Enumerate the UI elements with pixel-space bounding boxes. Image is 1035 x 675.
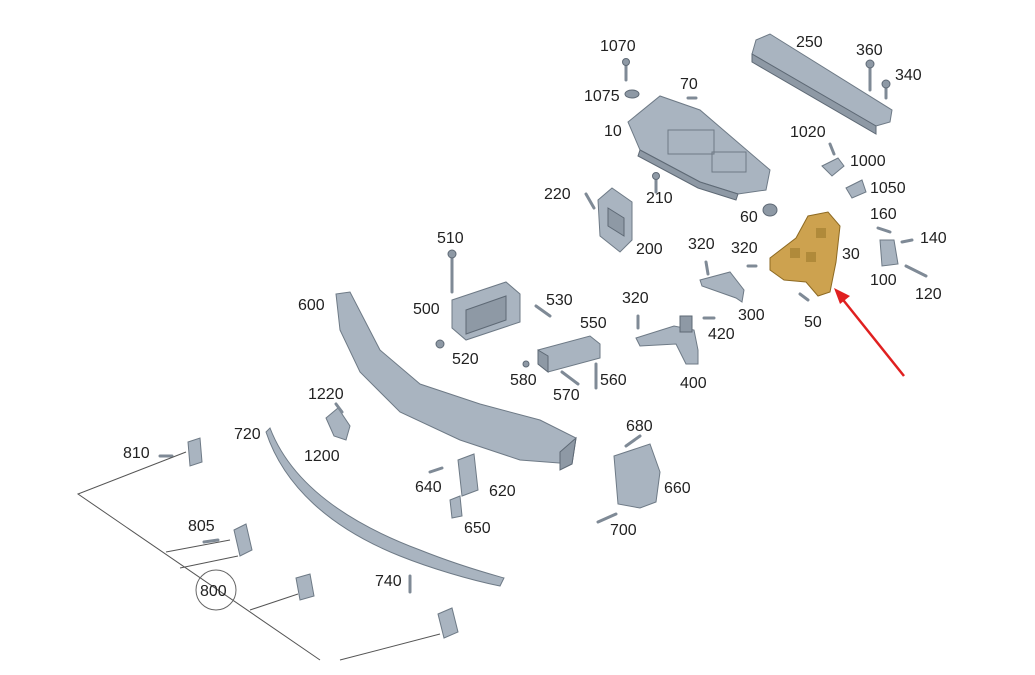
part-600-crossmember[interactable] <box>335 291 577 471</box>
label-70: 70 <box>680 76 698 93</box>
label-1070: 1070 <box>600 38 636 55</box>
label-320c: 320 <box>622 290 649 307</box>
label-1050: 1050 <box>870 180 906 197</box>
label-30: 30 <box>842 246 860 263</box>
label-570: 570 <box>553 387 580 404</box>
part-810[interactable] <box>187 437 203 467</box>
nut-520 <box>435 339 445 349</box>
nut-60 <box>762 203 778 217</box>
label-1200: 1200 <box>304 448 340 465</box>
label-420: 420 <box>708 326 735 343</box>
label-720: 720 <box>234 426 261 443</box>
screw-680 <box>624 434 642 448</box>
screw-140 <box>900 238 914 244</box>
part-800-bracket-b[interactable] <box>437 607 459 639</box>
label-600: 600 <box>298 297 325 314</box>
part-1050[interactable] <box>845 179 867 199</box>
screw-160 <box>876 226 892 234</box>
label-210: 210 <box>646 190 673 207</box>
part-250-rail[interactable] <box>751 33 893 135</box>
part-720-strip[interactable] <box>265 427 505 587</box>
label-160: 160 <box>870 206 897 223</box>
highlight-arrow <box>834 288 905 377</box>
label-510: 510 <box>437 230 464 247</box>
screw-1020 <box>828 142 836 156</box>
label-320b: 320 <box>731 240 758 257</box>
label-620: 620 <box>489 483 516 500</box>
part-300[interactable] <box>699 271 745 303</box>
label-740: 740 <box>375 573 402 590</box>
part-30-highlighted[interactable] <box>769 211 841 297</box>
label-1075: 1075 <box>584 88 620 105</box>
part-500-bracket[interactable] <box>451 281 521 341</box>
screw-700 <box>596 512 618 524</box>
group-circle-800 <box>195 569 237 611</box>
part-650[interactable] <box>449 495 463 519</box>
part-620[interactable] <box>457 453 479 497</box>
part-1000[interactable] <box>821 157 845 177</box>
label-560: 560 <box>600 372 627 389</box>
callout-labels: 1070 1075 70 10 250 360 340 1020 1000 10… <box>123 34 947 600</box>
label-530: 530 <box>546 292 573 309</box>
label-200: 200 <box>636 241 663 258</box>
screw-530 <box>534 304 552 318</box>
label-680: 680 <box>626 418 653 435</box>
label-360: 360 <box>856 42 883 59</box>
leader-lines-800 <box>76 451 441 661</box>
label-810: 810 <box>123 445 150 462</box>
label-660: 660 <box>664 480 691 497</box>
label-120: 120 <box>915 286 942 303</box>
label-400: 400 <box>680 375 707 392</box>
part-550-block[interactable] <box>537 335 601 374</box>
part-200-bracket[interactable] <box>597 187 633 253</box>
label-580: 580 <box>510 372 537 389</box>
label-340: 340 <box>895 67 922 84</box>
label-1000: 1000 <box>850 153 886 170</box>
label-1220: 1220 <box>308 386 344 403</box>
screw-120 <box>904 264 928 278</box>
label-805: 805 <box>188 518 215 535</box>
label-250: 250 <box>796 34 823 51</box>
screw-50 <box>798 292 810 302</box>
label-500: 500 <box>413 301 440 318</box>
part-10-carrier[interactable] <box>627 95 771 201</box>
label-60: 60 <box>740 209 758 226</box>
label-550: 550 <box>580 315 607 332</box>
part-1200[interactable] <box>325 407 351 441</box>
label-100: 100 <box>870 272 897 289</box>
part-400-hinge[interactable] <box>635 315 699 365</box>
label-220: 220 <box>544 186 571 203</box>
screw-320a <box>704 260 710 276</box>
part-660[interactable] <box>613 443 661 509</box>
label-640: 640 <box>415 479 442 496</box>
label-300: 300 <box>738 307 765 324</box>
part-100[interactable] <box>879 239 899 267</box>
part-805-bracket[interactable] <box>233 523 253 557</box>
label-320a: 320 <box>688 236 715 253</box>
screw-640 <box>428 466 444 474</box>
label-700: 700 <box>610 522 637 539</box>
label-520: 520 <box>452 351 479 368</box>
screw-805 <box>202 538 220 544</box>
part-800-bracket-a[interactable] <box>295 573 315 601</box>
clip-1075 <box>624 89 640 99</box>
screw-1220 <box>334 402 344 414</box>
label-140: 140 <box>920 230 947 247</box>
label-10: 10 <box>604 123 622 140</box>
label-1020: 1020 <box>790 124 826 141</box>
screw-570 <box>560 370 580 386</box>
clip-580 <box>522 360 530 368</box>
label-650: 650 <box>464 520 491 537</box>
label-800: 800 <box>200 583 227 600</box>
screw-220 <box>584 192 596 210</box>
label-50: 50 <box>804 314 822 331</box>
